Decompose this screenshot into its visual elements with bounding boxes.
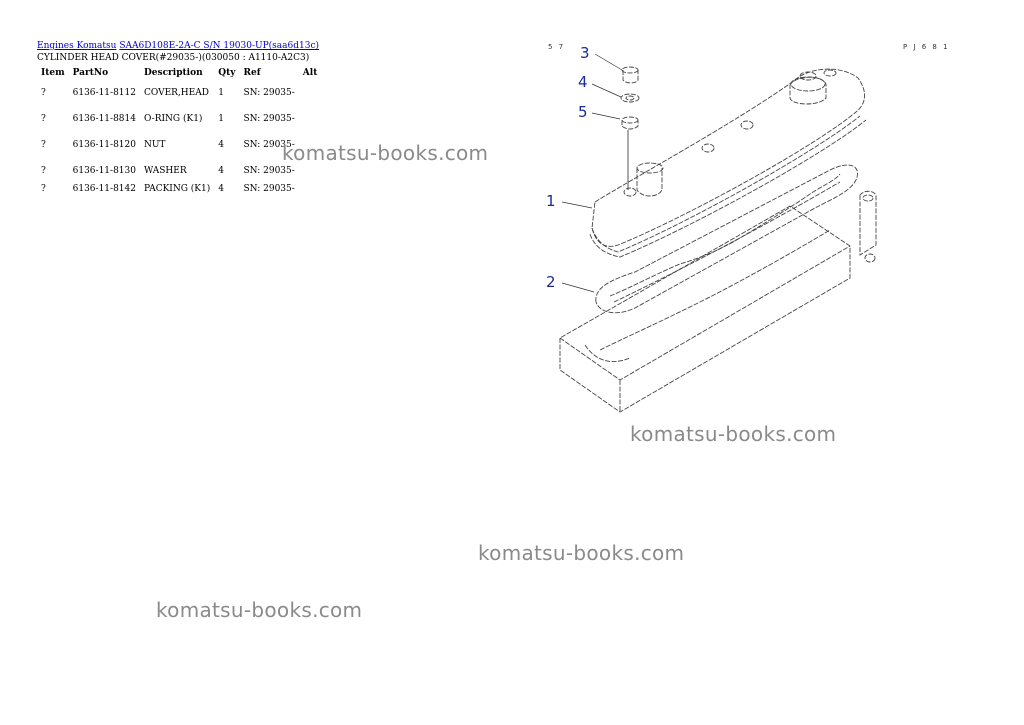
cell-ref: SN: 29035-	[243, 140, 295, 150]
cell-partno: 6136-11-8142	[72, 184, 136, 194]
cell-partno: 6136-11-8120	[72, 140, 136, 150]
callout-4: 4	[578, 73, 588, 91]
parts-table: Item PartNo Description Qty Ref Alt ? 61…	[37, 66, 321, 200]
cell-description: NUT	[143, 140, 166, 150]
table-row: ? 6136-11-8130 WASHER 4 SN: 29035-	[37, 158, 321, 180]
cell-item: ?	[41, 184, 46, 194]
column-header-description: Description	[143, 68, 203, 78]
callout-2: 2	[546, 273, 556, 291]
watermark: komatsu-books.com	[156, 598, 363, 622]
cylinder-head-block-drawing	[559, 190, 877, 413]
cell-ref: SN: 29035-	[243, 88, 295, 98]
cell-description: WASHER	[143, 166, 187, 176]
cell-partno: 6136-11-8112	[72, 88, 136, 98]
breadcrumb: Engines Komatsu SAA6D108E-2A-C S/N 19030…	[37, 40, 319, 52]
table-row: ? 6136-11-8112 COVER,HEAD 1 SN: 29035-	[37, 80, 321, 106]
fastener-stack-drawing	[620, 66, 640, 190]
table-row: ? 6136-11-8814 O-RING (K1) 1 SN: 29035-	[37, 106, 321, 132]
page-title: CYLINDER HEAD COVER(#29035-)(030050 : A1…	[37, 53, 310, 63]
table-row: ? 6136-11-8142 PACKING (K1) 4 SN: 29035-	[37, 180, 321, 200]
table-row: ? 6136-11-8120 NUT 4 SN: 29035-	[37, 132, 321, 158]
watermark: komatsu-books.com	[630, 422, 837, 446]
breadcrumb-link-engines[interactable]: Engines Komatsu	[37, 41, 117, 51]
cell-qty: 4	[218, 184, 224, 194]
cell-description: O-RING (K1)	[143, 114, 203, 124]
cell-item: ?	[41, 166, 46, 176]
breadcrumb-link-model[interactable]: SAA6D108E-2A-C S/N 19030-UP(saa6d13c)	[119, 41, 320, 51]
column-header-partno: PartNo	[72, 68, 109, 78]
cell-alt	[299, 80, 322, 106]
column-header-item: Item	[41, 68, 65, 78]
cell-description: PACKING (K1)	[143, 184, 211, 194]
cell-partno: 6136-11-8130	[72, 166, 136, 176]
cell-alt	[299, 180, 322, 200]
cell-item: ?	[41, 88, 46, 98]
diagram-page-number: 5 7	[548, 43, 566, 51]
cell-ref: SN: 29035-	[243, 166, 295, 176]
cell-ref: SN: 29035-	[243, 184, 295, 194]
callout-5: 5	[578, 103, 588, 121]
callout-1: 1	[546, 192, 556, 210]
callout-3: 3	[580, 44, 590, 62]
cell-qty: 4	[218, 166, 224, 176]
cell-item: ?	[41, 140, 46, 150]
watermark: komatsu-books.com	[282, 141, 489, 165]
cell-item: ?	[41, 114, 46, 124]
column-header-alt: Alt	[302, 68, 318, 78]
cell-partno: 6136-11-8814	[72, 114, 136, 124]
cell-qty: 1	[218, 88, 224, 98]
table-header-row: Item PartNo Description Qty Ref Alt	[37, 66, 321, 80]
watermark: komatsu-books.com	[478, 541, 685, 565]
cylinder-head-cover-drawing	[589, 68, 867, 258]
exploded-parts-diagram: 3 4 5 1 2	[546, 44, 877, 413]
column-header-qty: Qty	[218, 68, 236, 78]
cell-description: COVER,HEAD	[143, 88, 209, 98]
column-header-ref: Ref	[243, 68, 261, 78]
callout-leaders	[561, 53, 623, 293]
cell-ref: SN: 29035-	[243, 114, 295, 124]
cell-qty: 4	[218, 140, 224, 150]
cell-qty: 1	[218, 114, 224, 124]
cell-alt	[299, 106, 322, 132]
diagram-code: P J 6 8 1	[903, 43, 950, 51]
packing-gasket-drawing	[595, 164, 858, 314]
